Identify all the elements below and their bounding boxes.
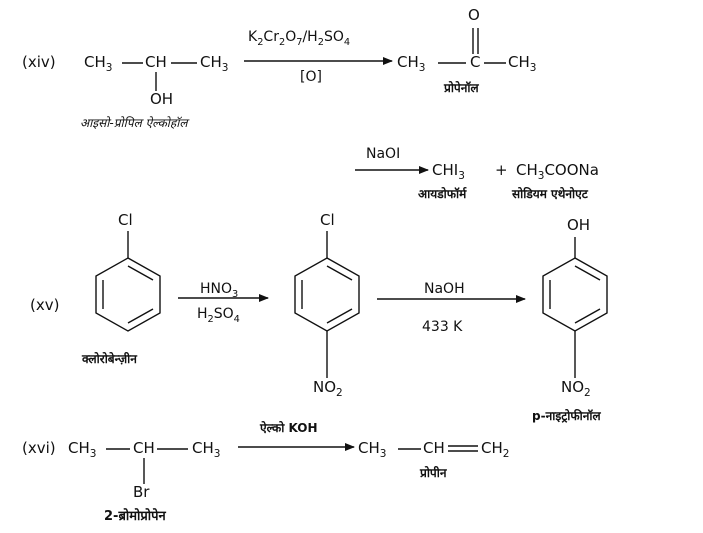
isopropyl-left-ch3: CH3: [84, 53, 113, 74]
chlorobenzene-name: क्लोरोबेन्ज़ीन: [82, 352, 137, 366]
alcoholic-koh-reagent: ऐल्को KOH: [260, 421, 318, 435]
propene-name: प्रोपीन: [420, 466, 447, 480]
acetone-carbonyl-oxygen: O: [468, 6, 480, 24]
oxidant-reagent: K2Cr2O7/H2SO4: [248, 29, 351, 48]
sulfuric-acid-reagent: H2SO4: [197, 306, 240, 325]
nitrochlorobenzene-cl: Cl: [320, 211, 335, 229]
isopropyl-center-ch: CH: [145, 53, 167, 71]
chlorobenzene-cl: Cl: [118, 211, 133, 229]
nitrochlorobenzene-ring: [294, 257, 360, 332]
nitrochlorobenzene-no2: NO2: [313, 378, 343, 399]
oxidation-symbol: [O]: [300, 69, 322, 85]
bromopropane-right-ch3: CH3: [192, 439, 221, 460]
ring2-inner-a: [326, 265, 353, 281]
p-nitrophenol-name: p-नाइट्रोफीनॉल: [532, 409, 601, 423]
iodoform-name: आयडोफॉर्म: [418, 187, 467, 201]
reaction-number-xv: (xv): [30, 296, 60, 314]
plus-sign: +: [495, 161, 508, 179]
acetone-right-ch3: CH3: [508, 53, 537, 74]
naoh-reagent: NaOH: [424, 281, 465, 297]
ring3-inner-b: [574, 308, 601, 324]
chlorobenzene-ring: [95, 257, 161, 332]
bromopropane-name: 2-ब्रोमोप्रोपेन: [104, 509, 166, 524]
naoi-reagent: NaOI: [366, 146, 401, 162]
propene-left-ch3: CH3: [358, 439, 387, 460]
sodium-ethanoate-name: सोडियम एथेनोएट: [512, 187, 588, 201]
acetone-left-ch3: CH3: [397, 53, 426, 74]
ring2-inner-b: [326, 308, 353, 324]
acetone-name: प्रोपेनॉल: [444, 81, 479, 95]
nitric-acid-reagent: HNO3: [200, 281, 239, 300]
ring1-inner-a: [127, 265, 154, 281]
isopropyl-right-ch3: CH3: [200, 53, 229, 74]
bromopropane-br: Br: [133, 483, 150, 501]
iodoform-formula: CHI3: [432, 161, 465, 182]
nitrophenol-oh: OH: [567, 216, 591, 234]
reaction-number-xiv: (xiv): [22, 53, 56, 71]
propene-right-ch2: CH2: [481, 439, 510, 460]
sodium-ethanoate-formula: CH3COONa: [516, 161, 599, 182]
ring1-inner-b: [127, 308, 154, 324]
temperature-condition: 433 K: [422, 319, 463, 335]
ring3-inner-a: [574, 265, 601, 281]
isopropyl-alcohol-name: आइसो-प्रोपिल ऐल्कोहॉल: [80, 116, 188, 130]
nitrophenol-ring: [542, 257, 608, 332]
acetone-center-c: C: [470, 53, 481, 71]
nitrophenol-no2: NO2: [561, 378, 591, 399]
propene-center-ch: CH: [423, 439, 445, 457]
reaction-number-xvi: (xvi): [22, 439, 56, 457]
bromopropane-center-ch: CH: [133, 439, 155, 457]
bromopropane-left-ch3: CH3: [68, 439, 97, 460]
isopropyl-oh: OH: [150, 90, 174, 108]
